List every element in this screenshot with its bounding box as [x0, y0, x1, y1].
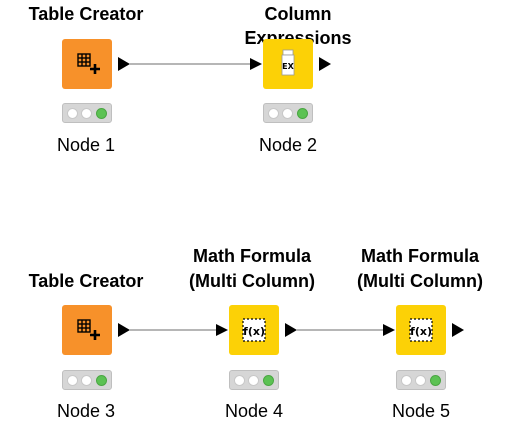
node5-status-indicator — [396, 370, 446, 390]
node3-icon[interactable] — [62, 305, 112, 355]
node3-status-indicator — [62, 370, 112, 390]
status-light-red — [401, 375, 412, 386]
status-light-red — [67, 108, 78, 119]
status-light-yellow — [415, 375, 426, 386]
table-plus-icon — [77, 53, 100, 74]
node2-icon[interactable]: EX — [263, 39, 313, 89]
input-port-node2[interactable] — [250, 58, 262, 70]
status-light-yellow — [81, 375, 92, 386]
node2-label[interactable]: Node 2 — [258, 135, 318, 155]
node5-title-line2[interactable]: (Multi Column) — [357, 271, 483, 291]
node1-title[interactable]: Table Creator — [28, 4, 144, 24]
output-port-node3[interactable] — [118, 323, 130, 337]
status-light-green — [96, 375, 107, 386]
node5-label[interactable]: Node 5 — [391, 401, 451, 421]
node3-title[interactable]: Table Creator — [28, 271, 144, 291]
status-light-yellow — [81, 108, 92, 119]
node2-status-indicator — [263, 103, 313, 123]
table-plus-icon — [77, 319, 100, 340]
input-port-node4[interactable] — [216, 324, 228, 336]
svg-text:f(x): f(x) — [243, 325, 265, 338]
node5-icon[interactable]: f(x) — [396, 305, 446, 355]
status-light-green — [430, 375, 441, 386]
node4-title-line2[interactable]: (Multi Column) — [189, 271, 315, 291]
status-light-green — [297, 108, 308, 119]
node1-status-indicator — [62, 103, 112, 123]
svg-text:f(x): f(x) — [410, 325, 432, 338]
node1-icon[interactable] — [62, 39, 112, 89]
node1-label[interactable]: Node 1 — [56, 135, 116, 155]
function-fx-icon: f(x) — [242, 318, 266, 342]
input-port-node5[interactable] — [383, 324, 395, 336]
status-light-yellow — [248, 375, 259, 386]
status-light-yellow — [282, 108, 293, 119]
node4-icon[interactable]: f(x) — [229, 305, 279, 355]
output-port-node4[interactable] — [285, 323, 297, 337]
expression-icon: EX — [281, 49, 295, 76]
status-light-green — [96, 108, 107, 119]
node3-label[interactable]: Node 3 — [56, 401, 116, 421]
node5-title-line1[interactable]: Math Formula — [360, 246, 479, 266]
output-port-node1[interactable] — [118, 57, 130, 71]
node4-title-line1[interactable]: Math Formula — [192, 246, 311, 266]
status-light-red — [67, 375, 78, 386]
status-light-green — [263, 375, 274, 386]
node4-label[interactable]: Node 4 — [224, 401, 284, 421]
output-port-node5[interactable] — [452, 323, 464, 337]
svg-text:EX: EX — [282, 62, 294, 71]
status-light-red — [234, 375, 245, 386]
status-light-red — [268, 108, 279, 119]
output-port-node2[interactable] — [319, 57, 331, 71]
node4-status-indicator — [229, 370, 279, 390]
function-fx-icon: f(x) — [409, 318, 433, 342]
